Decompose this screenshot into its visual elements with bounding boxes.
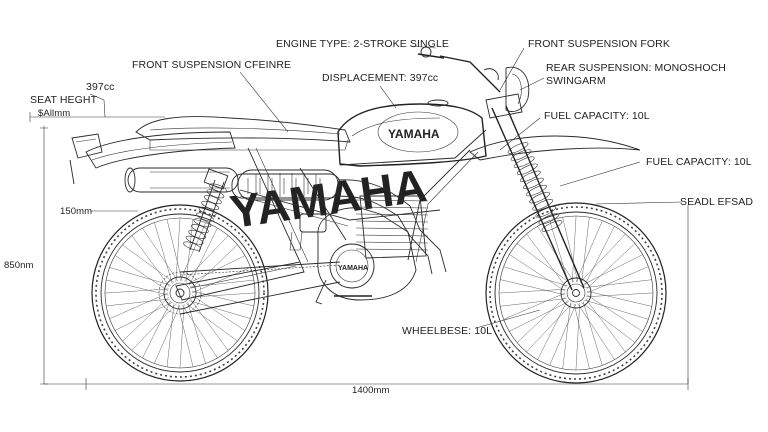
rear-shock (183, 168, 229, 253)
front-suspension-left-label: FRONT SUSPENSION CFEINRE (132, 59, 292, 71)
engine-brand-text: YAMAHA (338, 265, 368, 272)
dimension-850mm-label: 850nm (4, 260, 34, 271)
engine-type-label: ENGINE TYPE: 2-STROKE SINGLE (276, 38, 449, 50)
wheelbase-label: WHEELBESE: 10L (402, 325, 493, 337)
swingarm-label: SWINGARM (546, 75, 606, 87)
fuel-capacity-lower-label: FUEL CAPACITY: 10L (646, 156, 752, 168)
seat (135, 116, 351, 151)
front-fender (469, 135, 641, 161)
rear-suspension-label: REAR SUSPENSION: MONOSHOCH (546, 62, 726, 74)
length-dimension-label: 1400mm (350, 385, 392, 396)
frame (231, 129, 487, 263)
front-wheel (485, 202, 667, 384)
displacement-label: DISPLACEMENT: 397cc (322, 72, 439, 84)
front-suspension-fork-label: FRONT SUSPENSION FORK (528, 38, 670, 50)
tank-brand-text: YAMAHA (388, 127, 440, 141)
dimension-lines (29, 93, 689, 390)
seal-label: SEADL ЕFSAD (680, 196, 754, 208)
front-fork (485, 93, 585, 291)
swingarm (175, 261, 305, 301)
drive-chain (179, 261, 341, 315)
engine: YAMAHA (289, 195, 429, 305)
rear-fender (69, 131, 236, 185)
fuel-tank: YAMAHA (337, 99, 487, 167)
dimension-150mm-label: 150mm (60, 206, 93, 217)
seat-height-value: $Allmm (38, 108, 71, 119)
fuel-capacity-upper-label: FUEL CAPACITY: 10L (544, 110, 650, 122)
callout-lines (239, 45, 683, 329)
seat-height-label: SEAT HEGHT (30, 94, 98, 106)
handlebars (417, 46, 530, 112)
cc-value-label: 397cc (86, 81, 115, 93)
